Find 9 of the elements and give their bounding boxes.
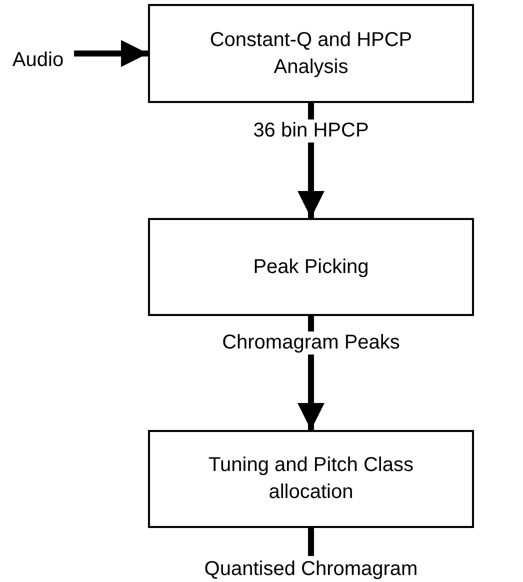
process-box bbox=[148, 4, 474, 103]
arrow bbox=[74, 40, 148, 67]
box-text: Constant-Q and HPCP Analysis bbox=[208, 28, 414, 80]
box-text: Peak Picking bbox=[252, 254, 370, 280]
flow-label: Quantised Chromagram bbox=[196, 556, 426, 582]
process-box bbox=[148, 218, 474, 316]
flow-label: Audio bbox=[4, 44, 72, 76]
process-box bbox=[148, 430, 474, 528]
box-text: Tuning and Pitch Class allocation bbox=[208, 453, 414, 505]
